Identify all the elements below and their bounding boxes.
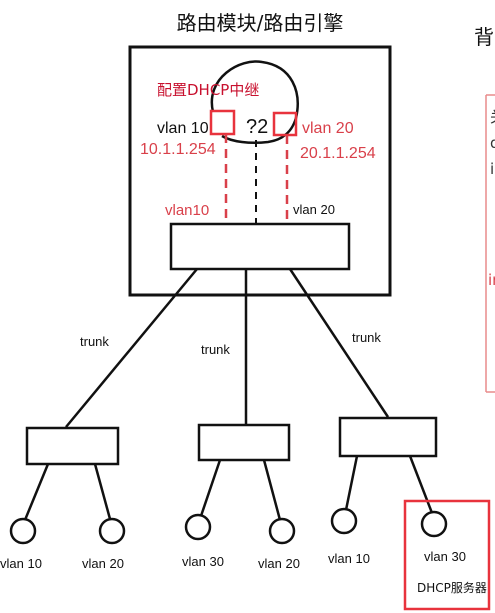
trunk-label-right: trunk — [352, 330, 381, 345]
dhcp-server-label: DHCP服务器 — [417, 580, 487, 595]
host-link-6 — [408, 455, 434, 514]
host-link-4 — [262, 459, 282, 521]
left-sub-label: vlan10 — [165, 202, 209, 219]
host-6-label: vlan 30 — [424, 549, 466, 564]
host-5-label: vlan 10 — [328, 551, 370, 566]
right-clip-letter-3: i — [490, 160, 494, 178]
face-marks: ?2 — [246, 116, 268, 138]
right-clip-letter-1: 关 — [490, 108, 495, 126]
core-switch-box — [169, 222, 351, 271]
host-link-2 — [93, 463, 112, 520]
host-link-5 — [344, 455, 359, 511]
host-link-3 — [199, 459, 222, 517]
left-vlan-label: vlan 10 — [157, 120, 209, 137]
title: 路由模块/路由引擎 — [177, 11, 344, 35]
access-switch-right — [338, 416, 438, 458]
host-5 — [330, 507, 358, 535]
host-link-1 — [23, 463, 50, 521]
host-1 — [9, 517, 37, 545]
trunk-link-right — [288, 268, 390, 418]
host-2 — [98, 517, 126, 545]
right-interface-highlight — [272, 111, 298, 137]
left-ip-label: 10.1.1.254 — [140, 141, 216, 158]
access-switch-center — [197, 423, 291, 462]
host-4 — [268, 517, 296, 545]
host-1-label: vlan 10 — [0, 556, 42, 571]
access-switch-left — [25, 426, 120, 466]
host-4-label: vlan 20 — [258, 556, 300, 571]
trunk-link-left — [65, 268, 198, 428]
right-clip-title: 背 — [474, 25, 494, 49]
dhcp-relay-annotation: 配置DHCP中继 — [157, 81, 259, 99]
dhcp-server-highlight — [403, 499, 491, 611]
right-vlan-label: vlan 20 — [302, 120, 354, 137]
trunk-label-center: trunk — [201, 342, 230, 357]
right-ip-label: 20.1.1.254 — [300, 145, 376, 162]
right-clip-letter-4: in — [488, 271, 495, 289]
right-clip-letter-2: d — [490, 134, 495, 152]
left-interface-highlight — [209, 109, 236, 136]
host-6-dhcp-server — [420, 510, 448, 538]
router-module-box — [128, 45, 392, 297]
host-3 — [184, 513, 212, 541]
right-sub-label: vlan 20 — [293, 202, 335, 217]
trunk-label-left: trunk — [80, 334, 109, 349]
host-3-label: vlan 30 — [182, 554, 224, 569]
host-2-label: vlan 20 — [82, 556, 124, 571]
